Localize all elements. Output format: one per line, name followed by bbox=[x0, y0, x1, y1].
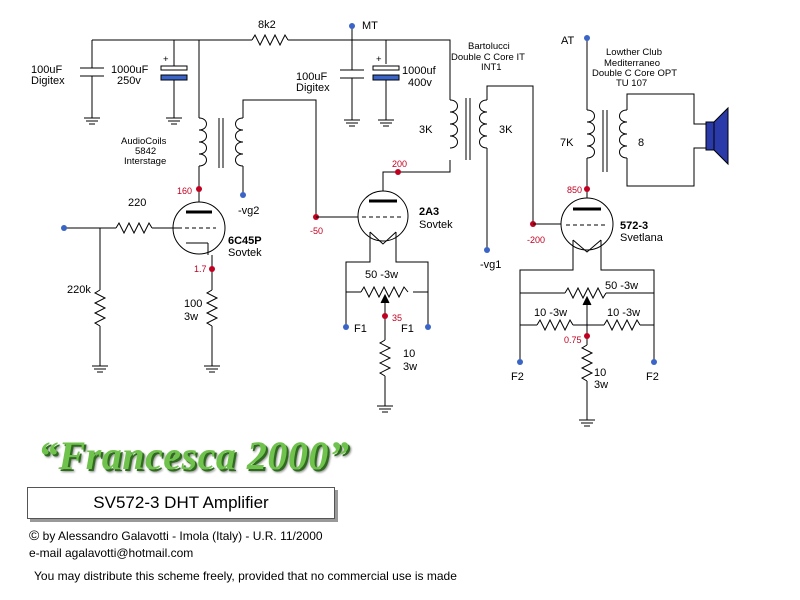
tube-572-3 bbox=[560, 197, 614, 251]
input-terminal bbox=[61, 225, 67, 231]
v1-tube-brand: Sovtek bbox=[228, 247, 262, 259]
license-line: You may distribute this scheme freely, p… bbox=[34, 569, 457, 583]
c3-brand: Digitex bbox=[296, 82, 330, 94]
supply-rail: MT 8k2 100uF Digitex + 1000uF 250v 100uF… bbox=[31, 19, 451, 127]
it2-secondary-imp: 3K bbox=[499, 124, 513, 136]
svg-text:+: + bbox=[163, 54, 169, 65]
interstage-model: 5842 bbox=[135, 146, 156, 157]
credit-line: © by Alessandro Galavotti - Imola (Italy… bbox=[29, 527, 323, 543]
it2-brand: Bartolucci bbox=[468, 41, 510, 52]
f2-left-label: F2 bbox=[511, 371, 524, 383]
opt-primary-imp: 7K bbox=[560, 137, 574, 149]
f1-left-label: F1 bbox=[354, 323, 367, 335]
title-block: “Francesca 2000” bbox=[38, 432, 349, 479]
f1-left-terminal bbox=[343, 324, 349, 330]
it2-primary-imp: 3K bbox=[419, 124, 433, 136]
v3-grid-voltage: -200 bbox=[527, 235, 545, 245]
vg2-terminal bbox=[240, 192, 246, 198]
resistor-220k bbox=[93, 289, 107, 327]
resistor-220 bbox=[115, 221, 153, 235]
stage-2: -50 200 50 -3w F1 F1 35 10 3w 2A3 Sovtek bbox=[310, 159, 453, 413]
v3-tube-type: 572-3 bbox=[620, 220, 648, 232]
copyright-icon: © bbox=[29, 527, 40, 543]
c4-value: 1000uf bbox=[402, 65, 437, 77]
it2-model: INT1 bbox=[481, 62, 502, 73]
resistor-bal-right bbox=[603, 318, 641, 332]
project-subtitle: SV572-3 DHT Amplifier bbox=[93, 493, 269, 512]
resistor-hum-2a3 bbox=[360, 285, 409, 299]
r-cath-2a3-value: 10 bbox=[403, 348, 415, 360]
c1-value: 100uF bbox=[31, 64, 62, 76]
c2-voltage: 250v bbox=[117, 75, 141, 87]
resistor-10-572 bbox=[580, 344, 594, 382]
c2-value: 1000uF bbox=[111, 64, 149, 76]
r-8k2-label: 8k2 bbox=[258, 19, 276, 31]
v3-tube-brand: Svetlana bbox=[620, 232, 664, 244]
svg-text:+: + bbox=[376, 54, 382, 65]
at-label: AT bbox=[561, 35, 575, 47]
r-hum-572-label: 50 -3w bbox=[605, 280, 638, 292]
r-cath-2a3-power: 3w bbox=[403, 361, 417, 373]
mt-label: MT bbox=[362, 20, 378, 32]
mt-terminal bbox=[349, 23, 355, 29]
opt-model: TU 107 bbox=[616, 78, 647, 89]
v1-cathode-voltage: 1.7 bbox=[194, 264, 207, 274]
v1-plate-voltage: 160 bbox=[177, 186, 192, 196]
f2-left-terminal bbox=[517, 359, 523, 365]
f2-right-label: F2 bbox=[646, 371, 659, 383]
r-cath-572-value: 10 bbox=[594, 367, 606, 379]
c3-value: 100uF bbox=[296, 71, 327, 83]
vg1-label: -vg1 bbox=[480, 259, 501, 271]
r-hum-2a3-label: 50 -3w bbox=[365, 269, 398, 281]
opt-core: Double C Core OPT bbox=[592, 68, 677, 79]
v2-tube-brand: Sovtek bbox=[419, 219, 453, 231]
at-terminal bbox=[584, 35, 590, 41]
f1-right-terminal bbox=[425, 324, 431, 330]
f1-right-label: F1 bbox=[401, 323, 414, 335]
resistor-8k2 bbox=[251, 33, 289, 47]
opt-secondary-imp: 8 bbox=[638, 137, 644, 149]
interstage-type: Interstage bbox=[124, 156, 166, 167]
resistor-100 bbox=[205, 289, 219, 327]
v2-cathode-voltage: 35 bbox=[392, 313, 402, 323]
project-title: “Francesca 2000” bbox=[38, 433, 350, 478]
f2-right-terminal bbox=[651, 359, 657, 365]
v2-tube-type: 2A3 bbox=[419, 206, 439, 218]
vg1-terminal bbox=[484, 247, 490, 253]
r-bal-right-label: 10 -3w bbox=[607, 307, 640, 319]
interstage-brand: AudioCoils bbox=[121, 136, 167, 147]
v3-plate-voltage: 850 bbox=[567, 185, 582, 195]
author-credit: by Alessandro Galavotti - Imola (Italy) … bbox=[42, 529, 323, 543]
stage-1: -vg2 AudioCoils 5842 Interstage 160 220 … bbox=[61, 40, 317, 373]
speaker-icon bbox=[705, 106, 729, 166]
r-cath1-value: 100 bbox=[184, 298, 202, 310]
v1-tube-type: 6C45P bbox=[228, 235, 262, 247]
c1-brand: Digitex bbox=[31, 75, 65, 87]
resistor-hum-572 bbox=[564, 286, 607, 300]
opt-series: Mediterraneo bbox=[604, 58, 660, 69]
resistor-10-2a3 bbox=[378, 339, 392, 377]
r-220k-label: 220k bbox=[67, 284, 91, 296]
c4-voltage: 400v bbox=[408, 77, 432, 89]
it2-core: Double C Core IT bbox=[451, 52, 525, 63]
opt-brand: Lowther Club bbox=[606, 47, 662, 58]
stage-3: -200 AT 850 7K 8 Lowther Club Mediterran… bbox=[511, 35, 729, 427]
r-bal-left-label: 10 -3w bbox=[534, 307, 567, 319]
email-line: e-mail agalavotti@hotmail.com bbox=[29, 546, 194, 560]
r-220-label: 220 bbox=[128, 197, 146, 209]
tube-2a3 bbox=[357, 190, 409, 242]
subtitle-box: SV572-3 DHT Amplifier bbox=[27, 487, 335, 519]
interstage-transformer-2: -vg1 3K 3K Bartolucci Double C Core IT I… bbox=[419, 41, 534, 271]
resistor-bal-left bbox=[536, 318, 574, 332]
r-cath-572-power: 3w bbox=[594, 379, 608, 391]
v2-grid-voltage: -50 bbox=[310, 226, 323, 236]
v2-plate-voltage: 200 bbox=[392, 159, 407, 169]
r-cath1-power: 3w bbox=[184, 311, 198, 323]
vg2-label: -vg2 bbox=[238, 205, 259, 217]
v3-cathode-voltage: 0.75 bbox=[564, 335, 582, 345]
